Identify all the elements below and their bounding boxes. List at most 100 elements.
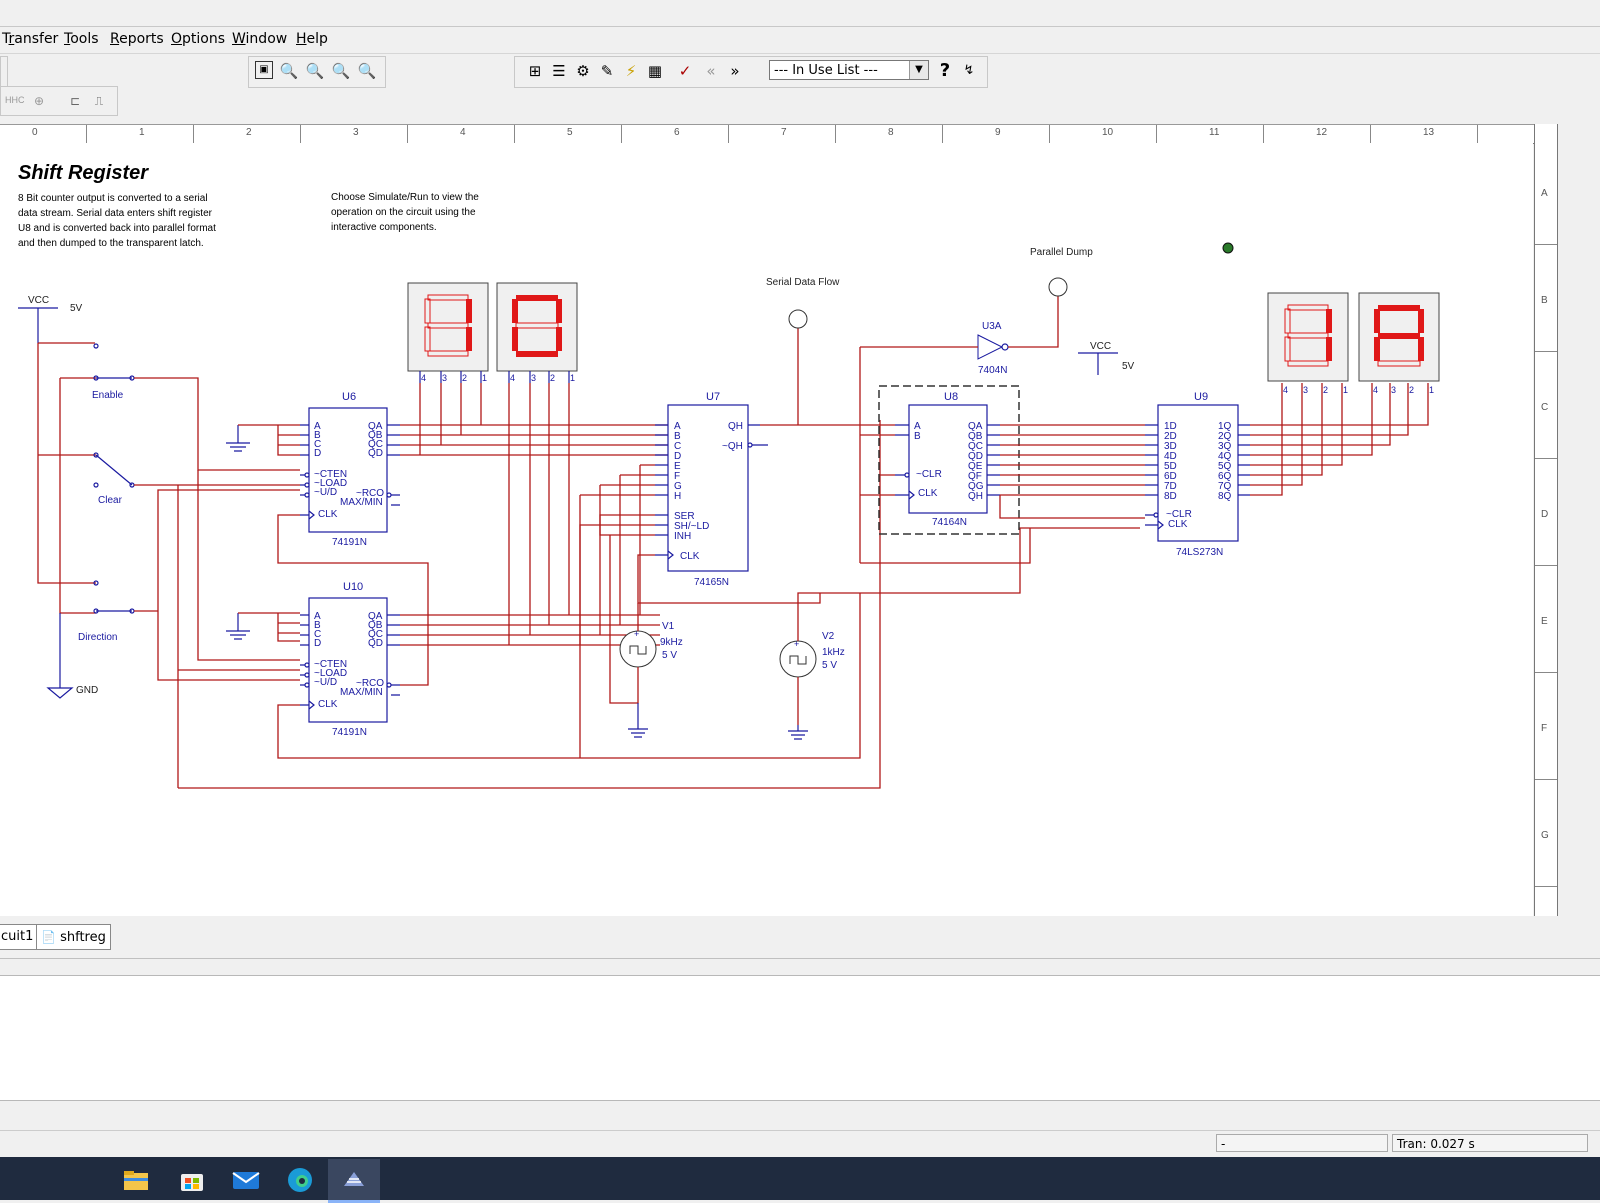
ruler-tick	[1535, 672, 1557, 673]
zoom-area-icon[interactable]: ▣	[255, 61, 273, 79]
v1-ref: V1	[662, 621, 675, 632]
ruler-tick	[300, 125, 301, 143]
tab-circuit1[interactable]: cuit1	[0, 924, 39, 950]
tab-shftreg[interactable]: 📄 shftreg	[36, 924, 111, 950]
postprocessor-icon[interactable]: ✓	[678, 62, 692, 80]
pin-label: 8Q	[1218, 491, 1232, 502]
schematic-doc-icon: 📄	[41, 930, 56, 944]
database-icon[interactable]: ⚙	[576, 62, 590, 80]
lightning-icon[interactable]: ⚡	[625, 62, 637, 80]
pin-label: G	[674, 481, 682, 492]
pin-label: CLK	[318, 509, 338, 520]
pin-label: QF	[968, 471, 982, 482]
pin-label: A	[314, 421, 321, 432]
forward-annotate-icon[interactable]: »	[730, 62, 740, 80]
v2-ref: V2	[822, 631, 835, 642]
ruler-column-label: 0	[32, 127, 38, 138]
menu-bar: Transfer Tools Reports Options Window He…	[0, 26, 1600, 54]
instruction-line: operation on the circuit using the	[331, 207, 476, 218]
hierarchy-icon[interactable]: ⊞	[528, 62, 542, 80]
pin-label: B	[314, 430, 321, 441]
schematic-drawing: .w { stroke:#b01818; stroke-width:1.3; f…	[18, 162, 1440, 789]
pin-label: C	[674, 441, 681, 452]
pin-label: QA	[968, 421, 983, 432]
education-icon[interactable]: ↯	[963, 63, 975, 78]
ruler-tick	[1535, 244, 1557, 245]
ruler-tick	[1370, 125, 1371, 143]
pin-label: 4	[1373, 385, 1378, 395]
tab-label: shftreg	[60, 930, 106, 945]
serial-flow-label: Serial Data Flow	[766, 277, 840, 288]
ruler-tick	[514, 125, 515, 143]
u3a-part: 7404N	[978, 365, 1007, 376]
pin-label: H	[674, 491, 681, 502]
seven-segment-display	[1267, 292, 1349, 382]
pin-label: CLK	[1168, 519, 1188, 530]
ruler-tick	[1263, 125, 1264, 143]
zoom-fit-icon[interactable]: 🔍	[331, 62, 351, 80]
zoom-full-icon[interactable]: 🔍	[357, 62, 377, 80]
vcc-label: VCC	[28, 295, 49, 306]
chevron-down-icon[interactable]: ▼	[909, 61, 928, 79]
ruler-tick	[1535, 886, 1557, 887]
ruler-tick	[1156, 125, 1157, 143]
u9-part: 74LS273N	[1176, 547, 1223, 558]
zoom-in-icon[interactable]: 🔍	[279, 62, 299, 80]
pin-label: QE	[968, 461, 983, 472]
zoom-out-icon[interactable]: 🔍	[305, 62, 325, 80]
pin-label: QC	[368, 439, 383, 450]
menu-options[interactable]: Options	[171, 31, 226, 47]
pin-label: ~RCO	[356, 488, 384, 499]
pin-label: E	[674, 461, 681, 472]
pin-label: QB	[968, 431, 983, 442]
multisim-app-icon[interactable]	[328, 1159, 380, 1203]
pin-label: 3D	[1164, 441, 1177, 452]
grapher-icon[interactable]: ▦	[647, 62, 663, 80]
ruler-tick	[1535, 351, 1557, 352]
ruler-column-label: 11	[1209, 127, 1220, 138]
pin-label: QB	[368, 620, 383, 631]
mail-icon[interactable]	[220, 1159, 272, 1200]
ruler-column-label: 1	[139, 127, 145, 138]
spreadsheet-view[interactable]	[0, 975, 1600, 1101]
pin-label: 7Q	[1218, 481, 1232, 492]
pin-label: 2D	[1164, 431, 1177, 442]
wire-tool-icon[interactable]: ⊏	[69, 94, 81, 108]
step-icon[interactable]: ⎍	[94, 94, 104, 108]
pin-label: QH	[968, 491, 983, 502]
probe-icon[interactable]: ⊕	[33, 94, 45, 108]
pin-label: 2	[462, 373, 467, 383]
component-wizard-icon[interactable]: ✎	[600, 62, 614, 80]
in-use-list-dropdown[interactable]: --- In Use List ---▼	[769, 60, 929, 80]
pin-label: 2	[1409, 385, 1414, 395]
file-explorer-icon[interactable]	[110, 1159, 162, 1200]
menu-tools[interactable]: Tools	[64, 31, 99, 47]
u7-part: 74165N	[694, 577, 729, 588]
menu-help[interactable]: Help	[296, 31, 328, 47]
back-annotate-icon[interactable]: «	[706, 62, 716, 80]
edge-browser-icon[interactable]	[274, 1159, 326, 1200]
menu-reports[interactable]: Reports	[110, 31, 164, 47]
serial-data-probe[interactable]	[788, 309, 808, 329]
document-tabs: cuit1 📄 shftreg	[0, 918, 1600, 959]
ruler-row-label: E	[1541, 616, 1548, 627]
lamp-icon	[1222, 242, 1234, 254]
ruler-column-label: 7	[781, 127, 787, 138]
menu-window[interactable]: Window	[232, 31, 288, 47]
main-toolbar: ⊞ ☰ ⚙ ✎ ⚡ ▦ ✓ « » --- In Use List ---▼ ?…	[514, 56, 988, 88]
clear-label: Clear	[98, 495, 123, 506]
parallel-dump-probe[interactable]	[1048, 277, 1068, 297]
ruler-tick	[942, 125, 943, 143]
help-icon[interactable]: ?	[939, 60, 951, 81]
pin-label: QG	[968, 481, 984, 492]
schematic-canvas[interactable]: .w { stroke:#b01818; stroke-width:1.3; f…	[0, 143, 1533, 916]
menu-transfer[interactable]: Transfer	[2, 31, 59, 47]
pin-label: ~CTEN	[314, 469, 347, 480]
description-line: and then dumped to the transparent latch…	[18, 238, 204, 249]
pin-label: QA	[368, 611, 383, 622]
v1-volt: 5 V	[662, 650, 677, 661]
spreadsheet-icon[interactable]: ☰	[552, 62, 566, 80]
pin-label: ~CLR	[1166, 509, 1192, 520]
store-icon[interactable]	[166, 1159, 218, 1200]
